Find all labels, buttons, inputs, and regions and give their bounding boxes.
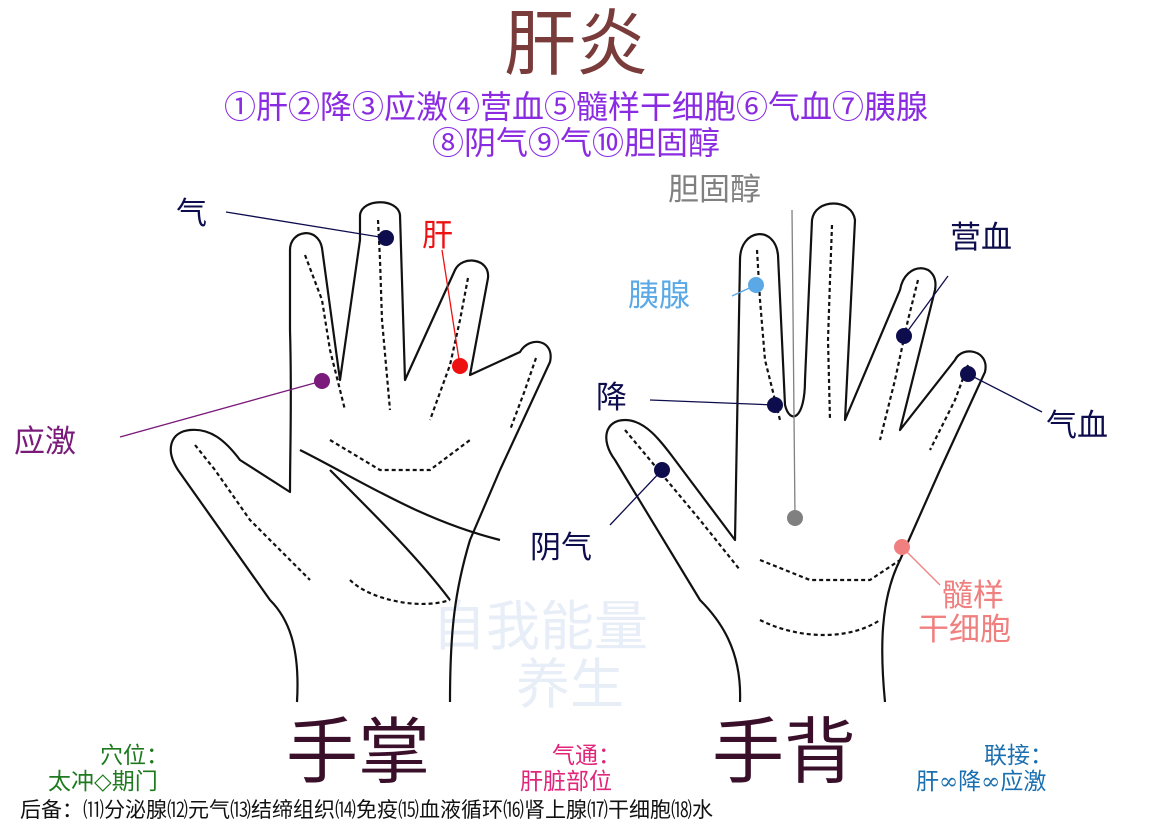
point-yingxue xyxy=(896,328,912,344)
watermark-line-2: 养生 xyxy=(516,653,624,716)
point-yinqi xyxy=(654,462,670,478)
label-suiyang-1: 髓样 xyxy=(942,578,1004,614)
leader-danguchun xyxy=(791,209,796,519)
label-qi: 气 xyxy=(176,196,207,232)
leader-qi xyxy=(225,211,387,239)
back-label: 手背 xyxy=(712,710,857,794)
leader-yinqi xyxy=(609,469,663,526)
label-yinqi: 阴气 xyxy=(530,530,592,566)
point-gan xyxy=(452,358,468,374)
point-yingji xyxy=(314,373,330,389)
lianjie-heading: 联接： xyxy=(984,743,1053,769)
leader-qixue xyxy=(967,373,1043,413)
leader-yingxue xyxy=(903,275,949,337)
label-danguchun: 胆固醇 xyxy=(668,172,761,208)
label-yixian: 胰腺 xyxy=(628,278,690,314)
palm-label: 手掌 xyxy=(286,710,431,794)
acupoints-heading: 穴位： xyxy=(100,743,169,769)
qitong-heading: 气通： xyxy=(552,743,621,769)
label-yingji: 应激 xyxy=(14,424,76,460)
back-hand-outline xyxy=(605,202,987,703)
label-jiang: 降 xyxy=(596,380,627,416)
legend-line-2: ⑧阴气⑨气⑩胆固醇 xyxy=(431,124,720,162)
palm-hand-outline xyxy=(169,201,552,703)
label-yingxue: 营血 xyxy=(950,220,1012,256)
point-jiang xyxy=(767,397,783,413)
point-qixue xyxy=(960,366,976,382)
label-qixue: 气血 xyxy=(1046,408,1108,444)
footer-backup-list: 后备：⑾分泌腺⑿元气⒀结缔组织⒁免疫⒂血液循环⒃肾上腺⒄干细胞⒅水 xyxy=(20,798,713,822)
watermark-line-1: 自我能量 xyxy=(432,595,648,658)
point-qi xyxy=(378,230,394,246)
label-gan: 肝 xyxy=(422,218,453,254)
qitong-value: 肝脏部位 xyxy=(520,769,612,795)
point-danguchun xyxy=(787,510,803,526)
page-title: 肝炎 xyxy=(503,2,648,86)
point-suiyang xyxy=(894,539,910,555)
acupoints-value: 太冲◇期门 xyxy=(48,769,158,795)
hands-diagram xyxy=(119,201,1043,703)
legend-line-1: ①肝②降③应激④营血⑤髓样干细胞⑥气血⑦胰腺 xyxy=(223,88,928,126)
leader-suiyang xyxy=(901,546,941,586)
point-yixian xyxy=(748,277,764,293)
leader-gan xyxy=(441,249,461,367)
label-suiyang-2: 干细胞 xyxy=(918,612,1011,648)
leader-jiang xyxy=(649,399,776,406)
lianjie-value: 肝∞降∞应激 xyxy=(916,769,1047,795)
leader-yingji xyxy=(119,380,323,438)
